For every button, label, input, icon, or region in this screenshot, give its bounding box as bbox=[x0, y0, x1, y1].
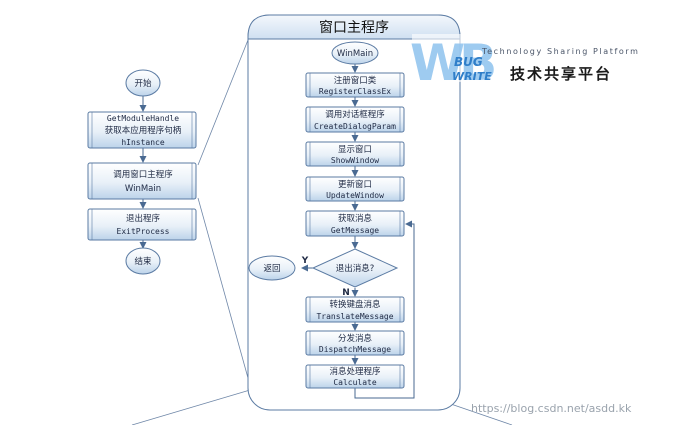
svg-text:WRITE: WRITE bbox=[452, 70, 492, 83]
return-node: 返回 bbox=[248, 255, 296, 281]
svg-text:消息处理程序: 消息处理程序 bbox=[329, 366, 381, 377]
svg-text:GetModuleHandle: GetModuleHandle bbox=[107, 114, 179, 123]
svg-text:WinMain: WinMain bbox=[337, 49, 373, 59]
get-module-handle-box: GetModuleHandle 获取本应用程序句柄 hInstance bbox=[87, 111, 197, 149]
quit-message-decision: 退出消息? bbox=[311, 248, 399, 288]
svg-text:WinMain: WinMain bbox=[125, 184, 161, 194]
svg-text:Technology Sharing Platform: Technology Sharing Platform bbox=[481, 47, 640, 56]
svg-text:获取消息: 获取消息 bbox=[338, 213, 373, 224]
watermark-url: https://blog.csdn.net/asdd.kk bbox=[471, 402, 632, 415]
create-dialog-box: 调用对话框程序 CreateDialogParam bbox=[305, 106, 405, 133]
exit-process-box: 退出程序 ExitProcess bbox=[87, 208, 197, 241]
svg-text:返回: 返回 bbox=[263, 263, 280, 274]
yes-label: Y bbox=[301, 256, 309, 266]
winmain-node: WinMain bbox=[331, 41, 379, 65]
svg-text:显示窗口: 显示窗口 bbox=[338, 144, 372, 155]
svg-text:UpdateWindow: UpdateWindow bbox=[326, 191, 384, 200]
svg-text:分发消息: 分发消息 bbox=[338, 333, 373, 344]
svg-text:退出消息?: 退出消息? bbox=[336, 263, 375, 274]
main-title: 窗口主程序 bbox=[319, 19, 389, 36]
svg-text:调用对话框程序: 调用对话框程序 bbox=[325, 109, 385, 120]
call-winmain-box: 调用窗口主程序 WinMain bbox=[87, 162, 197, 200]
bugwrite-logo: WB BUG WRITE Technology Sharing Platform… bbox=[410, 34, 640, 92]
svg-text:hInstance: hInstance bbox=[121, 138, 165, 147]
svg-text:更新窗口: 更新窗口 bbox=[338, 179, 372, 190]
svg-text:BUG: BUG bbox=[454, 55, 483, 69]
svg-text:CreateDialogParam: CreateDialogParam bbox=[314, 122, 396, 131]
show-window-box: 显示窗口 ShowWindow bbox=[305, 141, 405, 167]
svg-text:ShowWindow: ShowWindow bbox=[331, 156, 379, 165]
end-node: 结束 bbox=[125, 247, 161, 275]
dispatch-message-box: 分发消息 DispatchMessage bbox=[305, 330, 405, 356]
svg-text:获取本应用程序句柄: 获取本应用程序句柄 bbox=[105, 125, 182, 136]
main-flow: WinMain 注册窗口类 RegisterClassEx 调用对话框程序 Cr… bbox=[248, 41, 415, 399]
svg-text:DispatchMessage: DispatchMessage bbox=[319, 345, 391, 354]
svg-text:GetMessage: GetMessage bbox=[331, 226, 379, 235]
svg-text:调用窗口主程序: 调用窗口主程序 bbox=[113, 169, 173, 180]
calculate-box: 消息处理程序 Calculate bbox=[305, 364, 405, 389]
left-flow: 开始 GetModuleHandle 获取本应用程序句柄 hInstance 调… bbox=[87, 69, 197, 275]
update-window-box: 更新窗口 UpdateWindow bbox=[305, 176, 405, 202]
translate-message-box: 转换键盘消息 TranslateMessage bbox=[305, 296, 405, 323]
svg-text:Calculate: Calculate bbox=[333, 378, 377, 387]
svg-text:TranslateMessage: TranslateMessage bbox=[316, 312, 393, 321]
svg-text:开始: 开始 bbox=[134, 78, 152, 89]
svg-text:技术共享平台: 技术共享平台 bbox=[510, 65, 612, 83]
svg-text:注册窗口类: 注册窗口类 bbox=[334, 75, 377, 86]
svg-text:退出程序: 退出程序 bbox=[126, 213, 161, 224]
svg-text:RegisterClassEx: RegisterClassEx bbox=[319, 87, 391, 96]
register-class-box: 注册窗口类 RegisterClassEx bbox=[305, 72, 405, 98]
no-label: N bbox=[342, 288, 350, 298]
svg-text:转换键盘消息: 转换键盘消息 bbox=[329, 299, 381, 310]
get-message-box: 获取消息 GetMessage bbox=[305, 210, 405, 237]
svg-text:结束: 结束 bbox=[134, 256, 152, 267]
logo-wb-icon: WB bbox=[410, 34, 494, 92]
svg-text:ExitProcess: ExitProcess bbox=[117, 227, 170, 236]
start-node: 开始 bbox=[125, 69, 161, 97]
